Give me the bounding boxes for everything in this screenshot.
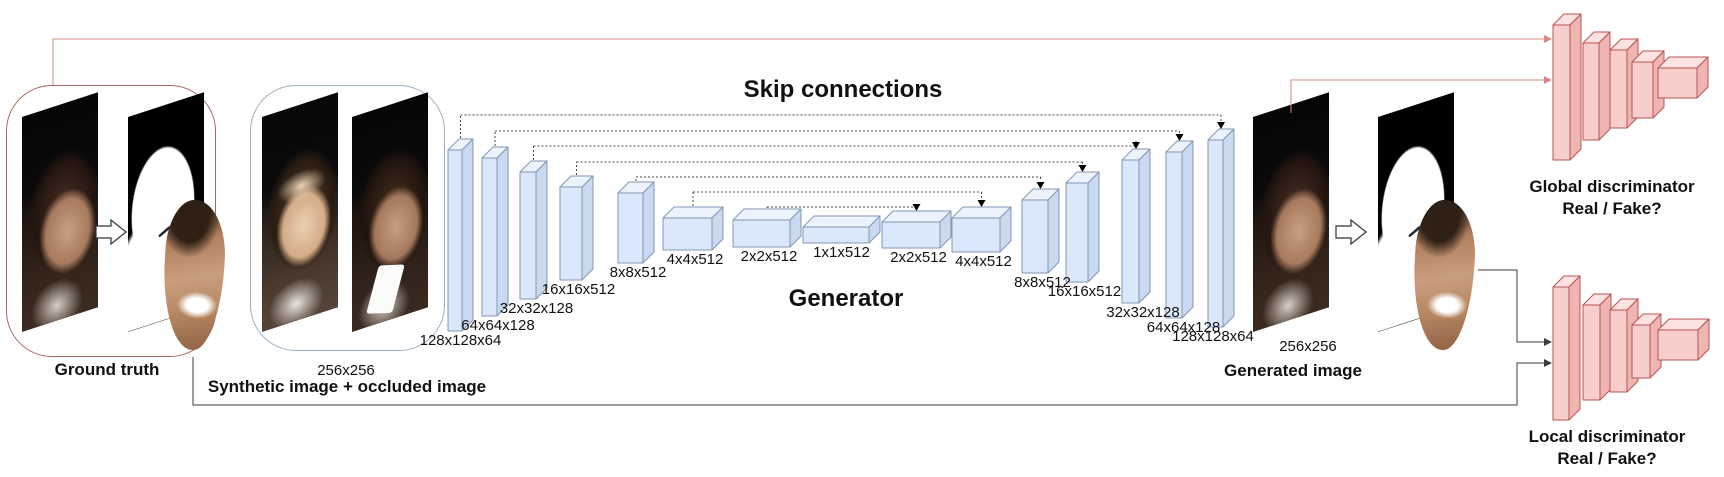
- skip-connections-title: Skip connections: [743, 76, 943, 103]
- generator-block-14: [1207, 128, 1235, 328]
- generator-block-label-2: 32x32x128: [499, 300, 574, 317]
- generator-block-0: [447, 138, 474, 332]
- ground-truth-photo: [22, 92, 98, 332]
- global-discriminator-block-3: [1631, 50, 1665, 119]
- generator-block-11: [1065, 171, 1100, 283]
- global-discriminator-block-0: [1552, 13, 1582, 161]
- generator-block-2: [519, 160, 548, 300]
- global-discriminator-block-1: [1582, 31, 1611, 141]
- global-discriminator-block-2: [1609, 38, 1639, 129]
- generator-block-label-8: 2x2x512: [890, 249, 947, 266]
- generator-block-label-14: 128x128x64: [1172, 328, 1254, 345]
- global-discriminator-block-4: [1657, 56, 1709, 99]
- generator-title: Generator: [788, 285, 904, 312]
- generator-block-label-0: 128x128x64: [419, 332, 502, 349]
- generator-block-4: [617, 181, 655, 264]
- generated-caption: Generated image: [1224, 361, 1362, 380]
- synthetic-image: [262, 92, 338, 332]
- generator-block-label-13: 64x64x128: [1146, 319, 1221, 336]
- ground-truth-caption: Ground truth: [54, 360, 160, 379]
- generated-arrow-icon: [1335, 218, 1367, 246]
- generator-block-label-1: 64x64x128: [461, 317, 535, 334]
- local-discriminator-block-0: [1552, 275, 1581, 421]
- synthetic-groupbox: [250, 85, 445, 351]
- local-discriminator-block-2: [1609, 298, 1639, 393]
- generator-block-13: [1165, 140, 1194, 319]
- global-discriminator-question: Real / Fake?: [1562, 199, 1662, 218]
- local-discriminator-question: Real / Fake?: [1557, 449, 1657, 468]
- generated-face-cutout: [1410, 198, 1478, 352]
- generator-block-5: [662, 206, 724, 251]
- generator-block-label-10: 8x8x512: [1014, 274, 1071, 291]
- generator-block-1: [481, 146, 509, 317]
- generator-block-8: [881, 210, 952, 249]
- local-discriminator-block-4: [1657, 318, 1710, 361]
- generator-block-label-3: 16x16x512: [541, 281, 616, 298]
- generator-block-7: [802, 215, 881, 244]
- generated-size-label: 256x256: [1279, 338, 1337, 355]
- local-discriminator-block-3: [1631, 313, 1662, 379]
- occluded-image: [352, 92, 428, 332]
- generator-block-label-7: 1x1x512: [813, 244, 870, 261]
- generator-block-12: [1121, 148, 1151, 304]
- generator-block-3: [559, 175, 594, 281]
- generated-photo: [1253, 92, 1329, 332]
- local-discriminator-block-1: [1582, 293, 1612, 401]
- generator-block-6: [732, 208, 802, 248]
- local-discriminator-blocks: [1552, 275, 1710, 421]
- global-discriminator-title: Global discriminator: [1529, 177, 1695, 196]
- synthetic-caption: Synthetic image + occluded image: [207, 377, 487, 396]
- generator-block-label-4: 8x8x512: [609, 264, 667, 281]
- global-discriminator-blocks: [1552, 13, 1709, 161]
- generator-block-9: [951, 206, 1012, 253]
- generator-block-10: [1021, 188, 1060, 274]
- generator-block-label-11: 16x16x512: [1047, 283, 1122, 300]
- generator-block-label-6: 2x2x512: [740, 248, 798, 265]
- skip-connection-lines: [460, 114, 1225, 211]
- generator-block-label-5: 4x4x512: [666, 251, 724, 268]
- generator-block-label-9: 4x4x512: [955, 253, 1012, 270]
- local-discriminator-title: Local discriminator: [1528, 427, 1686, 446]
- generator-block-label-12: 32x32x128: [1106, 304, 1180, 321]
- synthetic-size-label: 256x256: [317, 362, 375, 379]
